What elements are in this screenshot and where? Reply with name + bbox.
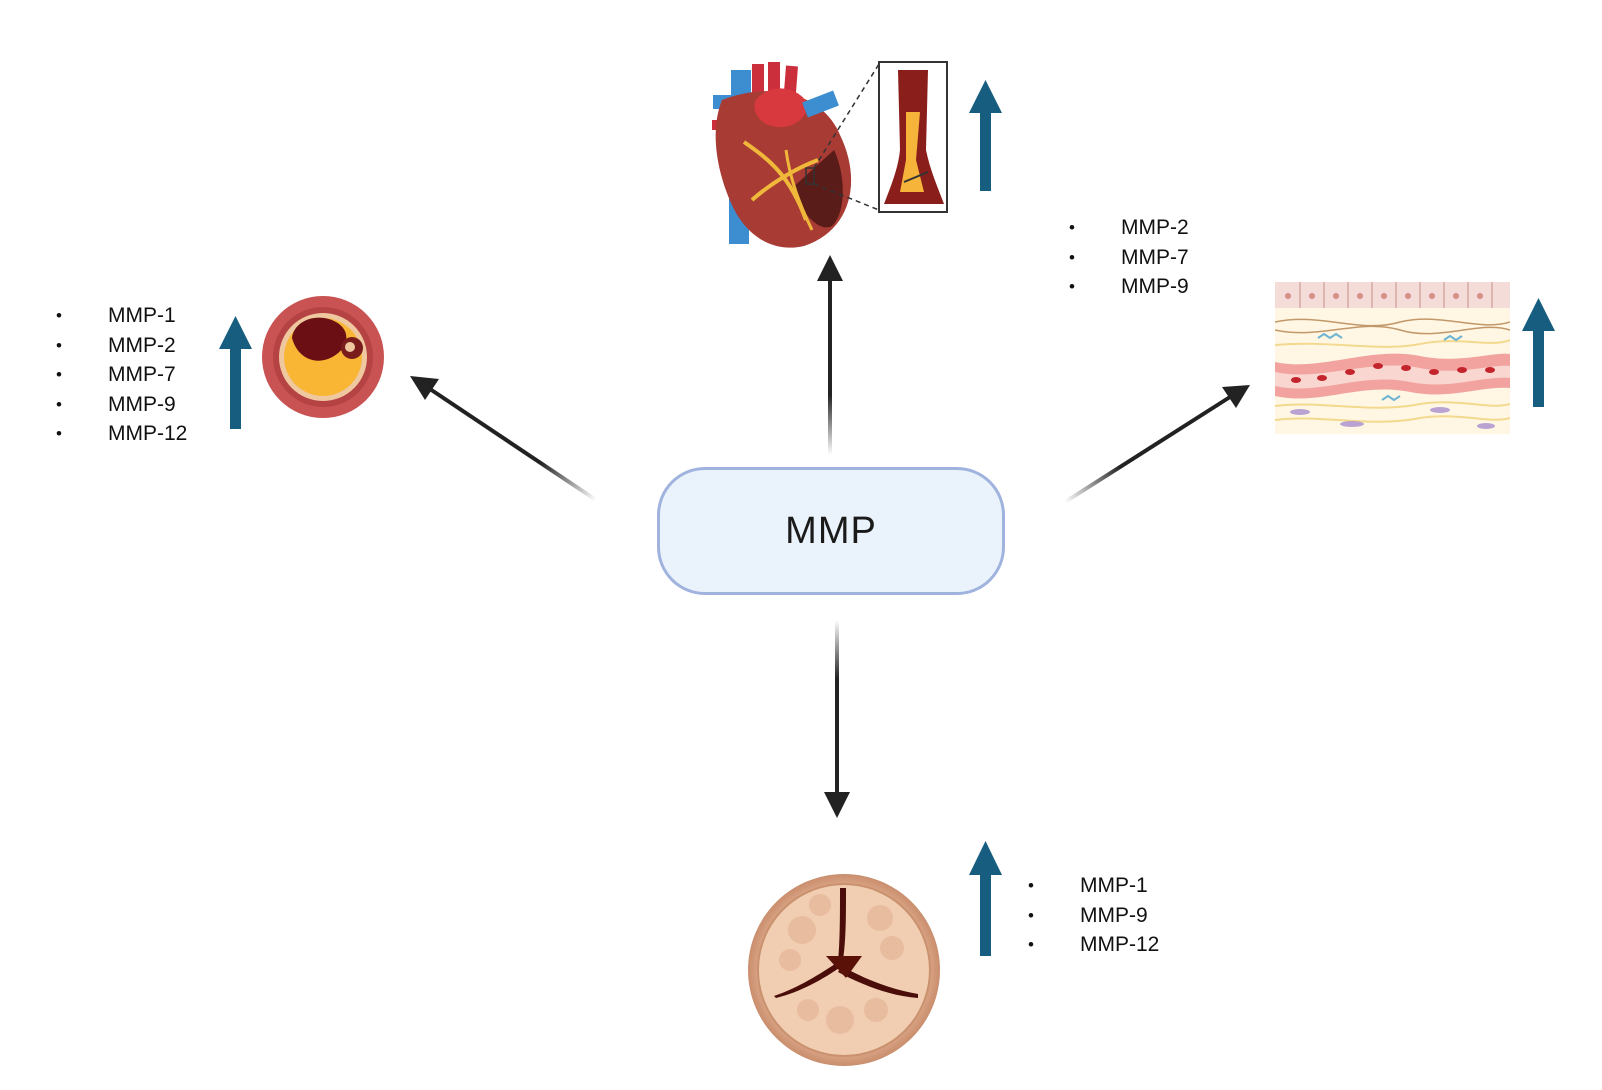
up-arrow-plaque-icon [219, 316, 252, 429]
vessel-tissue-icon [1275, 282, 1510, 434]
up-arrow-infarct-icon [969, 80, 1002, 191]
connector-right-arrow [1063, 385, 1250, 504]
list-item: MMP-2 [56, 331, 187, 361]
infarct-mmp-list: MMP-2 MMP-7 MMP-9 [1069, 213, 1189, 302]
center-node: MMP [657, 467, 1005, 595]
connector-left-arrow [410, 376, 598, 502]
list-item: MMP-7 [1069, 243, 1189, 273]
list-item: MMP-9 [1069, 272, 1189, 302]
up-arrow-tissue-icon [1522, 298, 1555, 407]
list-item: MMP-1 [56, 301, 187, 331]
plaque-mmp-list: MMP-1 MMP-2 MMP-7 MMP-9 MMP-12 [56, 301, 187, 449]
connector-up-arrow [817, 255, 843, 455]
list-item: MMP-1 [1028, 871, 1159, 901]
list-item: MMP-9 [1028, 901, 1159, 931]
aortic-valve-icon [748, 874, 940, 1066]
artery-plaque-icon [262, 296, 384, 418]
valve-mmp-list: MMP-1 MMP-9 MMP-12 [1028, 871, 1159, 960]
connector-down-arrow [824, 620, 850, 818]
list-item: MMP-12 [56, 419, 187, 449]
heart-icon [712, 61, 948, 248]
list-item: MMP-12 [1028, 930, 1159, 960]
up-arrow-valve-icon [969, 841, 1002, 956]
center-label: MMP [785, 509, 877, 552]
list-item: MMP-7 [56, 360, 187, 390]
list-item: MMP-9 [56, 390, 187, 420]
list-item: MMP-2 [1069, 213, 1189, 243]
